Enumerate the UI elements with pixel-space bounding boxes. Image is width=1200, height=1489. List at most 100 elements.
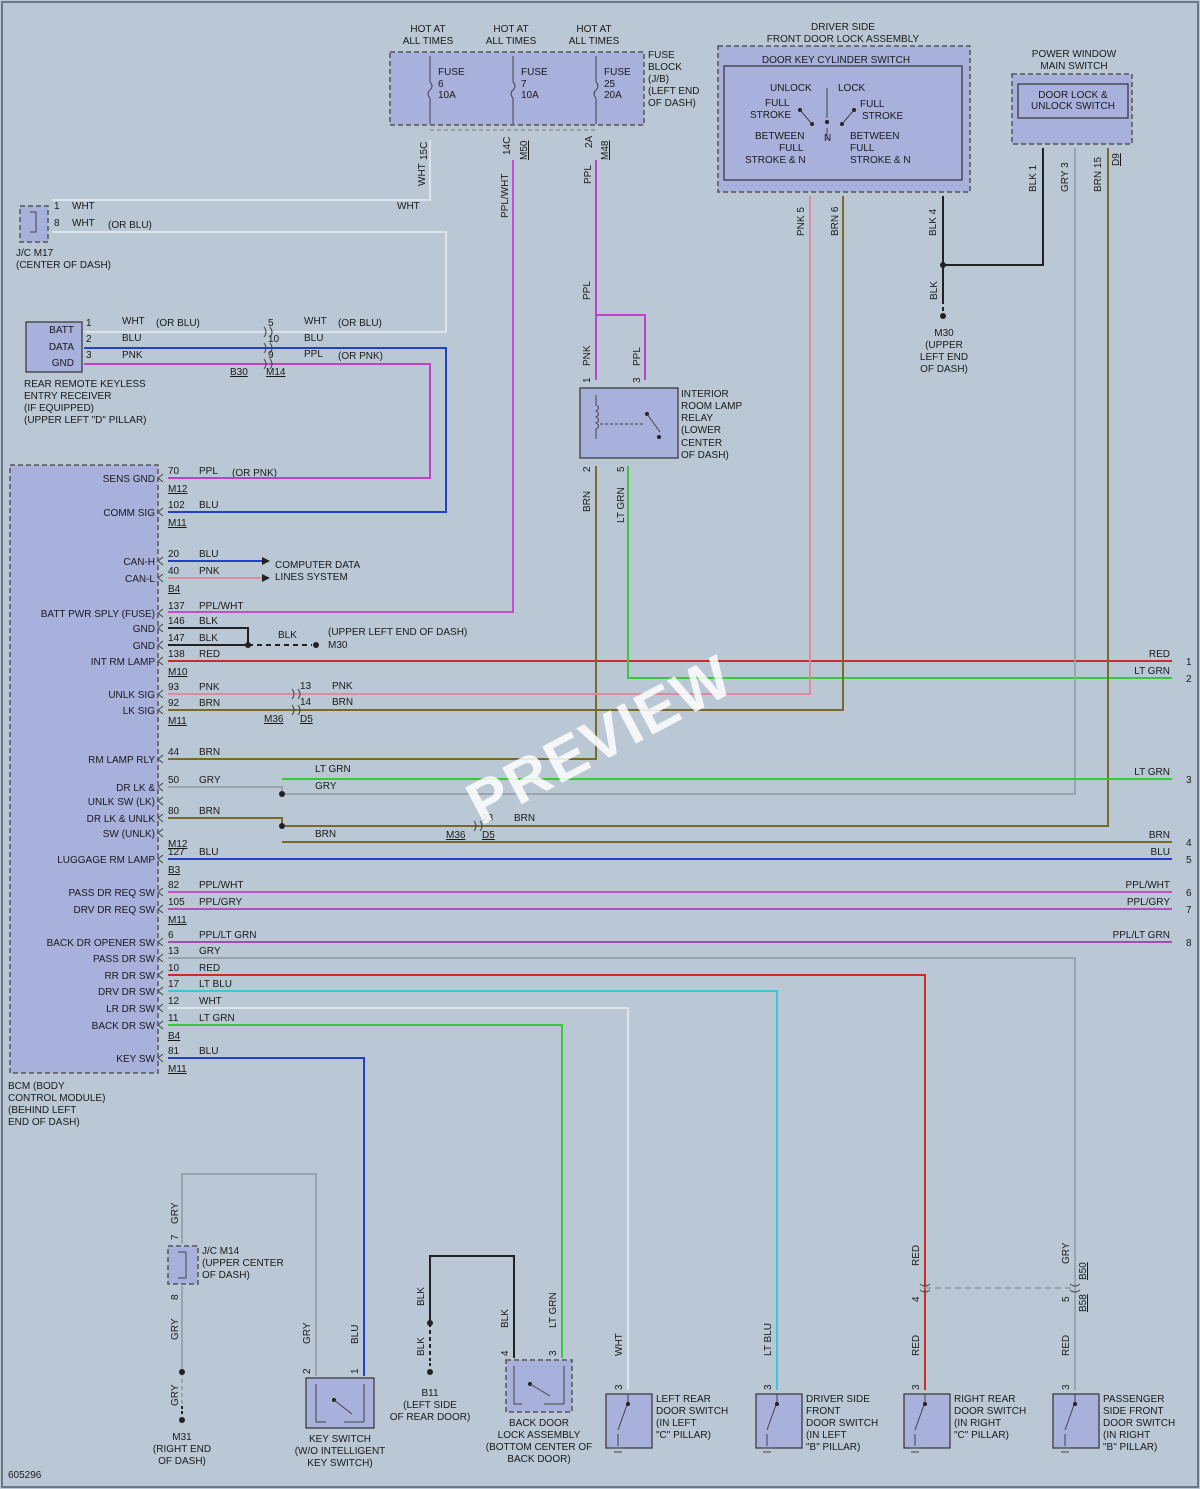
junction-connector-m14: J/C M14 (UPPER CENTER OF DASH) 7 8 GRY G… [167,1202,284,1406]
svg-text:DOOR SWITCH: DOOR SWITCH [954,1406,1026,1417]
svg-text:10A: 10A [521,90,539,101]
svg-text:BRN: BRN [582,491,593,512]
svg-text:3: 3 [1061,1384,1072,1390]
svg-text:RED: RED [1061,1335,1072,1356]
svg-text:(W/O INTELLIGENT: (W/O INTELLIGENT [295,1446,386,1457]
wire-ltgrn-relay [627,466,1172,679]
svg-text:PNK: PNK [122,350,143,361]
svg-text:RELAY: RELAY [681,413,713,424]
wire-blk-m30 [942,148,1044,266]
power-window-main-switch: POWER WINDOW MAIN SWITCH DOOR LOCK & UNL… [1011,49,1133,192]
bcm-connector: B4 [168,584,181,595]
svg-text:FUSE: FUSE [604,67,631,78]
wire-wht-lr-dr [168,1007,629,1390]
bcm-connector: M11 [168,915,187,926]
ground-m30-upper: BLK M30 (UPPER LEFT END OF DASH) [920,281,968,375]
svg-text:GRY: GRY [302,1322,313,1344]
key-switch: 2 1 GRY BLU KEY SWITCH (W/O INTELLIGENT … [295,1322,386,1469]
bcm-connector: M12 [168,839,188,850]
svg-text:RED: RED [911,1245,922,1266]
svg-text:1: 1 [86,318,92,329]
wire-ppl-fuse25 [595,160,646,380]
svg-text:3: 3 [86,350,92,361]
svg-text:WHT: WHT [122,316,145,327]
svg-text:STROKE & N: STROKE & N [745,155,806,166]
svg-text:(OR BLU): (OR BLU) [156,318,200,329]
bcm-pin-number: 82 [168,880,180,891]
svg-text:M48: M48 [600,140,611,160]
svg-text:14C: 14C [502,137,513,155]
svg-text:(IN LEFT: (IN LEFT [656,1418,697,1429]
svg-text:(OR BLU): (OR BLU) [338,318,382,329]
bcm-pin-name: COMM SIG [103,508,155,519]
svg-text:COMPUTER DATA: COMPUTER DATA [275,560,361,571]
bcm-pin-wire: PPL/GRY [199,897,242,908]
bcm-pin-number: 92 [168,698,180,709]
preview-watermark: PREVIEW [456,642,744,838]
svg-text:2A: 2A [584,135,595,148]
svg-text:GRY: GRY [170,1318,181,1340]
wire-brn-rm-lamp-rly [168,466,597,760]
bcm-pin-number: 40 [168,566,180,577]
svg-text:(LEFT SIDE: (LEFT SIDE [403,1400,457,1411]
right-connector-number: 7 [1186,905,1192,916]
bcm-pin-name: LUGGAGE RM LAMP [57,855,155,866]
svg-text:OF DASH): OF DASH) [648,98,696,109]
svg-text:OF REAR DOOR): OF REAR DOOR) [390,1412,471,1423]
bcm-pin-wire: BLK [199,616,218,627]
bcm-pin-wire: BLU [199,1046,218,1057]
svg-text:LT GRN: LT GRN [616,487,627,523]
svg-text:FUSE: FUSE [438,67,465,78]
bcm-pin-number: 44 [168,747,180,758]
bcm-pin-wire: RED [199,963,220,974]
svg-text:BLOCK: BLOCK [648,62,682,73]
bcm-pin-note: (OR PNK) [232,468,277,479]
wires [52,140,1172,1404]
svg-text:LEFT END: LEFT END [920,352,968,363]
svg-text:RED: RED [911,1335,922,1356]
bcm-pin-number: 70 [168,466,180,477]
svg-text:HOT AT: HOT AT [410,24,445,35]
svg-text:FULL: FULL [860,99,885,110]
svg-text:M36: M36 [446,830,466,841]
svg-text:PPL/WHT: PPL/WHT [500,174,511,218]
bcm-pin-number: 20 [168,549,180,560]
bcm-pin-wire: RED [199,649,220,660]
svg-text:(UPPER CENTER: (UPPER CENTER [202,1258,284,1269]
svg-text:(J/B): (J/B) [648,74,669,85]
bcm-pin-name: CAN-H [123,557,155,568]
svg-text:1: 1 [54,201,60,212]
bcm-connector: B4 [168,1031,181,1042]
svg-text:BCM (BODY: BCM (BODY [8,1081,65,1092]
bcm-pin-name: GND [133,624,155,635]
bcm-pin-name: UNLK SW (LK) [88,797,155,808]
svg-text:GRY: GRY [1061,1242,1072,1264]
svg-text:PNK: PNK [332,681,353,692]
bcm-pin-number: 102 [168,500,185,511]
svg-text:D5: D5 [300,714,313,725]
svg-text:7: 7 [521,79,527,90]
bcm-pin-name: PASS DR REQ SW [69,888,156,899]
back-door-lock-assembly: 4 3 BLK LT GRN BACK DOOR LOCK ASSEMBLY (… [486,1292,592,1465]
bcm-pin-name: BACK DR SW [92,1021,156,1032]
bcm-pin-name: UNLK SIG [108,690,155,701]
svg-text:(IN RIGHT: (IN RIGHT [954,1418,1001,1429]
svg-text:ALL TIMES: ALL TIMES [569,36,620,47]
svg-text:605296: 605296 [8,1470,42,1481]
svg-text:8: 8 [170,1294,181,1300]
svg-text:PPL: PPL [582,281,593,300]
svg-text:OF DASH): OF DASH) [920,364,968,375]
svg-text:BACK DOOR): BACK DOOR) [507,1454,570,1465]
svg-text:PPL: PPL [632,347,643,366]
svg-text:POWER WINDOW: POWER WINDOW [1032,49,1117,60]
svg-text:GRY: GRY [315,781,337,792]
svg-text:HOT AT: HOT AT [576,24,611,35]
wire-blk-gnd [168,627,249,645]
